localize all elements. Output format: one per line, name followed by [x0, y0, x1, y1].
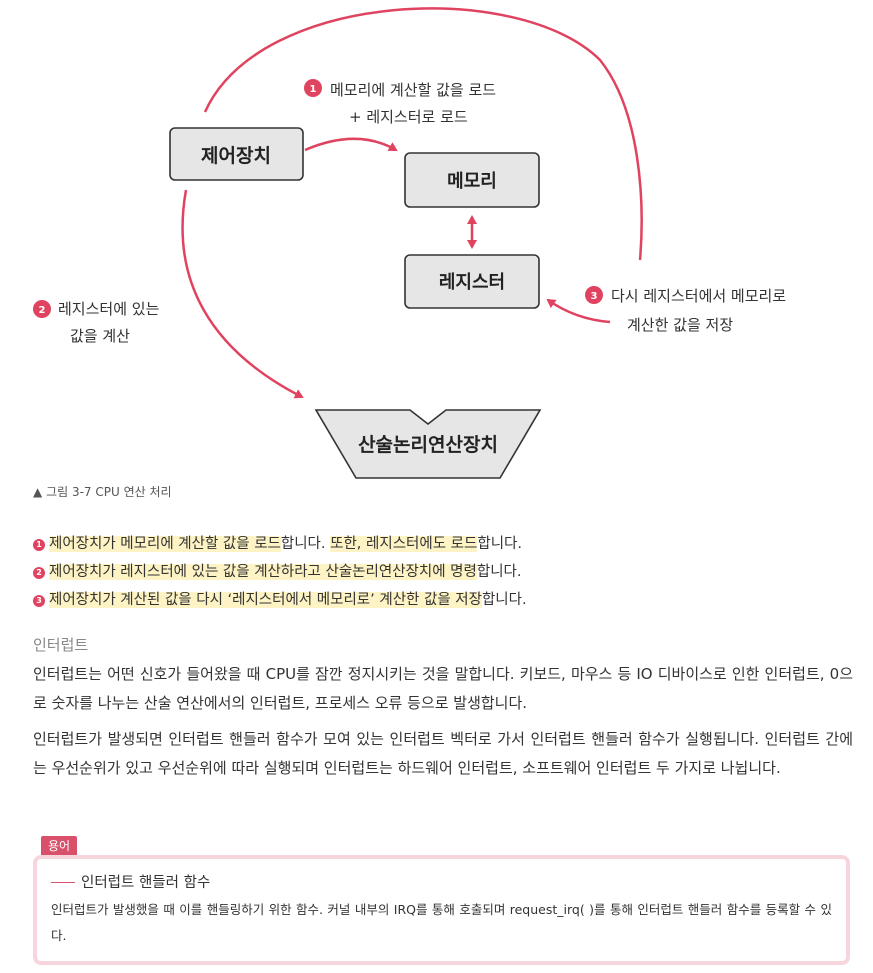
- step1-badge: 1: [304, 79, 322, 97]
- step-text: 제어장치가 메모리에 계산할 값을 로드: [49, 536, 281, 552]
- step-number-badge: 3: [33, 595, 45, 607]
- section-title: 인터럽트: [33, 636, 89, 654]
- arc-control-to-register-line: [203, 7, 643, 261]
- control-unit-box: 제어장치: [169, 127, 304, 181]
- alu-label: 산술논리연산장치: [358, 434, 498, 456]
- svg-text:2: 2: [39, 305, 46, 316]
- step3-annotation-line2: 계산한 값을 저장: [627, 316, 733, 334]
- step-text: 합니다.: [477, 536, 522, 552]
- step-text: 제어장치가 계산된 값을 다시 ‘레지스터에서 메모리로’ 계산한 값을 저장: [49, 592, 482, 608]
- arrow-control-to-alu: [181, 189, 304, 399]
- step2-annotation-line2: 값을 계산: [70, 327, 130, 345]
- memory-label: 메모리: [447, 171, 497, 192]
- step-text: 에 명령: [432, 564, 477, 580]
- term-title: 인터럽트 핸들러 함수: [81, 875, 211, 891]
- step2-annotation-line1: 레지스터에 있는: [58, 300, 160, 318]
- cpu-operation-diagram: 제어장치 메모리 레지스터 산술논리연산장치 1 메모리에 계산할 값을 로드 …: [33, 7, 786, 479]
- step-item-3: 3 제어장치가 계산된 값을 다시 ‘레지스터에서 메모리로’ 계산한 값을 저장…: [33, 586, 853, 614]
- alu-shape: 산술논리연산장치: [314, 409, 542, 479]
- step-number-badge: 1: [33, 539, 45, 551]
- step3-annotation-line1: 다시 레지스터에서 메모리로: [611, 287, 786, 305]
- control-unit-label: 제어장치: [201, 145, 271, 167]
- step-text: 또한, 레지스터에도 로드: [330, 536, 478, 552]
- step-number-badge: 2: [33, 567, 45, 579]
- memory-box: 메모리: [404, 152, 540, 208]
- figure-caption: ▲ 그림 3-7 CPU 연산 처리: [33, 485, 172, 499]
- register-box: 레지스터: [404, 254, 540, 309]
- step2-badge: 2: [33, 300, 51, 318]
- term-box: 인터럽트 핸들러 함수 인터럽트가 발생했을 때 이를 핸들링하기 위한 함수.…: [33, 855, 850, 965]
- step-text: 합니다.: [476, 564, 522, 580]
- step3-badge: 3: [585, 286, 603, 304]
- term-body: 인터럽트가 발생했을 때 이를 핸들링하기 위한 함수. 커널 내부의 IRQ를…: [51, 902, 832, 943]
- step1-annotation-line2: + 레지스터로 로드: [349, 108, 468, 126]
- paragraph-interrupt-vector: 인터럽트가 발생되면 인터럽트 핸들러 함수가 모여 있는 인터럽트 벡터로 가…: [33, 730, 853, 777]
- register-label: 레지스터: [439, 272, 505, 293]
- term-heading: 인터럽트 핸들러 함수: [51, 871, 832, 892]
- step-text: 합니다.: [481, 592, 527, 608]
- svg-text:3: 3: [591, 291, 598, 302]
- step-text: 제어장치가 레지스터에 있는 값을 계산하라고 산술논리연산장치: [49, 564, 433, 580]
- step-text: 합니다.: [280, 536, 331, 552]
- arrow-to-register: [546, 298, 611, 324]
- svg-text:1: 1: [310, 84, 317, 95]
- arrow-control-to-memory: [304, 137, 398, 152]
- term-tag: 용어: [41, 836, 78, 857]
- step-item-2: 2 제어장치가 레지스터에 있는 값을 계산하라고 산술논리연산장치에 명령합니다…: [33, 558, 853, 586]
- dash-icon: [51, 882, 75, 883]
- step1-annotation-line1: 메모리에 계산할 값을 로드: [330, 81, 496, 99]
- paragraph-interrupt-definition: 인터럽트는 어떤 신호가 들어왔을 때 CPU를 잠깐 정지시키는 것을 말합니…: [33, 665, 853, 712]
